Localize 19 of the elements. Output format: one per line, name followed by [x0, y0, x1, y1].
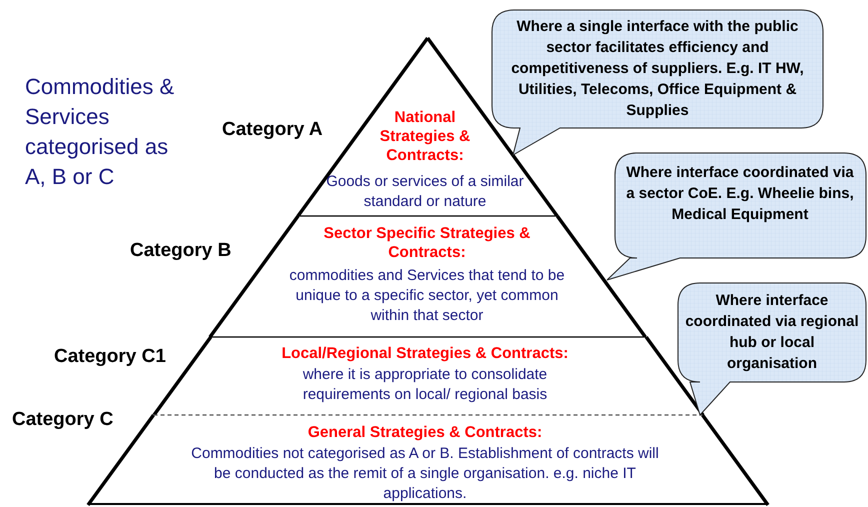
- category-label: Category B: [130, 240, 232, 262]
- callout-text: Where interface coordinated via regional hub or local organisation: [684, 291, 860, 374]
- speech-bubble: [678, 283, 866, 415]
- speech-bubble: [607, 153, 866, 280]
- tier-description: Commodities not categorised as A or B. Establishment of contracts will be conducted as the remit of a single organisation. e.g. niche IT applications.: [190, 444, 660, 504]
- callout-text: Where a single interface with the public sector facilitates efficiency and competitiveness of suppliers. E.g. IT HW, Utilities, Telecoms, Office Equipment & Supplies: [510, 17, 805, 121]
- tier-heading: General Strategies & Contracts:: [306, 423, 544, 442]
- category-label: Category A: [222, 119, 323, 141]
- category-label: Category C: [12, 409, 114, 431]
- side-note: Commodities & Services categorised as A, B or C: [25, 73, 176, 191]
- category-label: Category C1: [54, 346, 166, 368]
- tier-description: where it is appropriate to consolidate requirements on local/ regional basis: [302, 365, 548, 405]
- callout-text: Where interface coordinated via a sector CoE. E.g. Wheelie bins, Medical Equipment: [625, 163, 855, 225]
- tier-heading: Sector Specific Strategies & Contracts:: [322, 224, 532, 262]
- tier-description: Goods or services of a similar standard or nature: [325, 172, 525, 212]
- tier-heading: National Strategies & Contracts:: [378, 108, 472, 165]
- tier-description: commodities and Services that tend to be unique to a specific sector, yet common within that sector: [288, 266, 566, 326]
- tier-heading: Local/Regional Strategies & Contracts:: [280, 344, 570, 363]
- speech-bubble: [492, 10, 823, 155]
